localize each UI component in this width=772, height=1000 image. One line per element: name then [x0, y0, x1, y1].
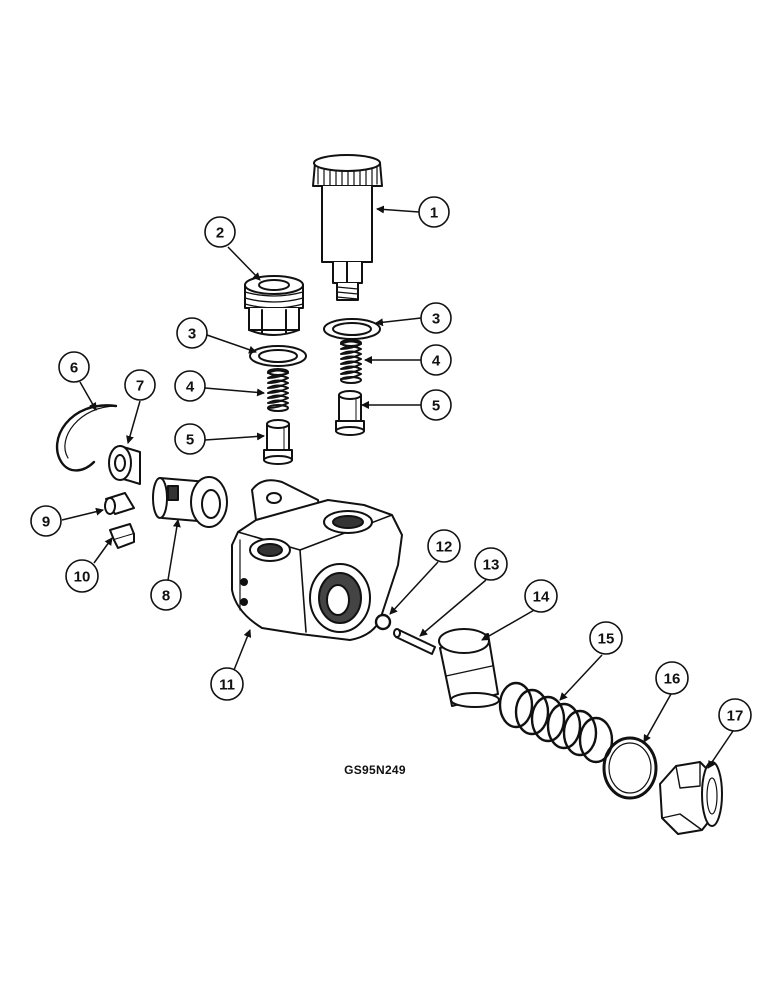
callout-4-left-number: 4: [186, 379, 195, 396]
leader-3-left: [206, 334, 257, 354]
part-2-threaded-fitting: [244, 275, 304, 336]
callout-9: 9: [30, 505, 62, 537]
part-16-large-o-ring: [602, 736, 658, 800]
leader-1: [376, 205, 420, 214]
callout-5-left: 5: [174, 423, 206, 455]
callout-12: 12: [427, 529, 461, 563]
callout-7: 7: [124, 369, 156, 401]
part-4-spring-left: [267, 368, 289, 412]
leader-7: [126, 400, 141, 444]
callout-2: 2: [204, 216, 236, 248]
part-12-o-ring: [374, 613, 392, 631]
leader-13: [419, 579, 487, 637]
part-3-washer-left: [249, 345, 307, 367]
part-14-piston-cup: [438, 628, 500, 708]
part-15-spring: [498, 681, 614, 764]
part-3-washer-right: [323, 318, 381, 340]
part-5-valve-right: [335, 390, 365, 436]
callout-1: 1: [418, 196, 450, 228]
callout-8: 8: [150, 579, 182, 611]
callout-14-number: 14: [533, 589, 550, 606]
part-6-snap-ring: [56, 404, 118, 472]
callout-15: 15: [589, 621, 623, 655]
callout-5-left-number: 5: [186, 432, 194, 449]
callout-4-left: 4: [174, 370, 206, 402]
leader-8: [167, 519, 181, 581]
leader-3-right: [375, 317, 422, 327]
callout-11: 11: [210, 667, 244, 701]
part-7-bushing: [108, 445, 141, 485]
leader-12: [389, 561, 439, 615]
callout-5-right: 5: [420, 389, 452, 421]
part-1-primer-plunger: [312, 154, 383, 301]
part-9-pin: [104, 492, 135, 515]
leader-17: [707, 730, 734, 769]
callout-6-number: 6: [70, 360, 78, 377]
part-11-pump-body: [231, 479, 403, 641]
callout-13-number: 13: [483, 557, 500, 574]
part-5-valve-left: [263, 419, 293, 465]
callout-16-number: 16: [664, 671, 681, 688]
callout-17: 17: [718, 698, 752, 732]
part-8-cap-fitting: [152, 476, 228, 528]
leader-5-left: [204, 432, 265, 441]
part-17-hex-cap: [659, 761, 723, 835]
leader-10: [93, 537, 113, 564]
leader-16: [643, 693, 672, 743]
part-4-spring-right: [340, 339, 362, 384]
callout-3-left: 3: [176, 317, 208, 349]
leader-15: [559, 654, 603, 701]
callout-10: 10: [65, 559, 99, 593]
callout-15-number: 15: [598, 631, 615, 648]
leader-4-left: [204, 387, 265, 397]
callout-8-number: 8: [162, 588, 170, 605]
leader-6: [79, 381, 97, 411]
callout-17-number: 17: [727, 708, 744, 725]
callout-3-right-number: 3: [432, 311, 440, 328]
callout-12-number: 12: [436, 539, 453, 556]
callout-9-number: 9: [42, 514, 50, 531]
callout-1-number: 1: [430, 205, 438, 222]
callout-5-right-number: 5: [432, 398, 440, 415]
callout-14: 14: [524, 579, 558, 613]
callout-11-number: 11: [219, 677, 235, 694]
callout-4-right-number: 4: [432, 353, 441, 370]
callout-2-number: 2: [216, 225, 224, 242]
callout-16: 16: [655, 661, 689, 695]
callout-10-number: 10: [74, 569, 91, 586]
callout-3-left-number: 3: [188, 326, 196, 343]
leader-9: [61, 507, 104, 521]
callout-6: 6: [58, 351, 90, 383]
part-10-key: [109, 523, 135, 549]
callout-4-right: 4: [420, 344, 452, 376]
figure-code: GS95N249: [344, 763, 406, 777]
part-13-rod: [393, 628, 436, 655]
leader-14: [481, 608, 537, 641]
callout-13: 13: [474, 547, 508, 581]
leader-2: [227, 246, 261, 281]
callout-7-number: 7: [136, 378, 144, 395]
leader-11: [233, 629, 252, 671]
callout-3-right: 3: [420, 302, 452, 334]
